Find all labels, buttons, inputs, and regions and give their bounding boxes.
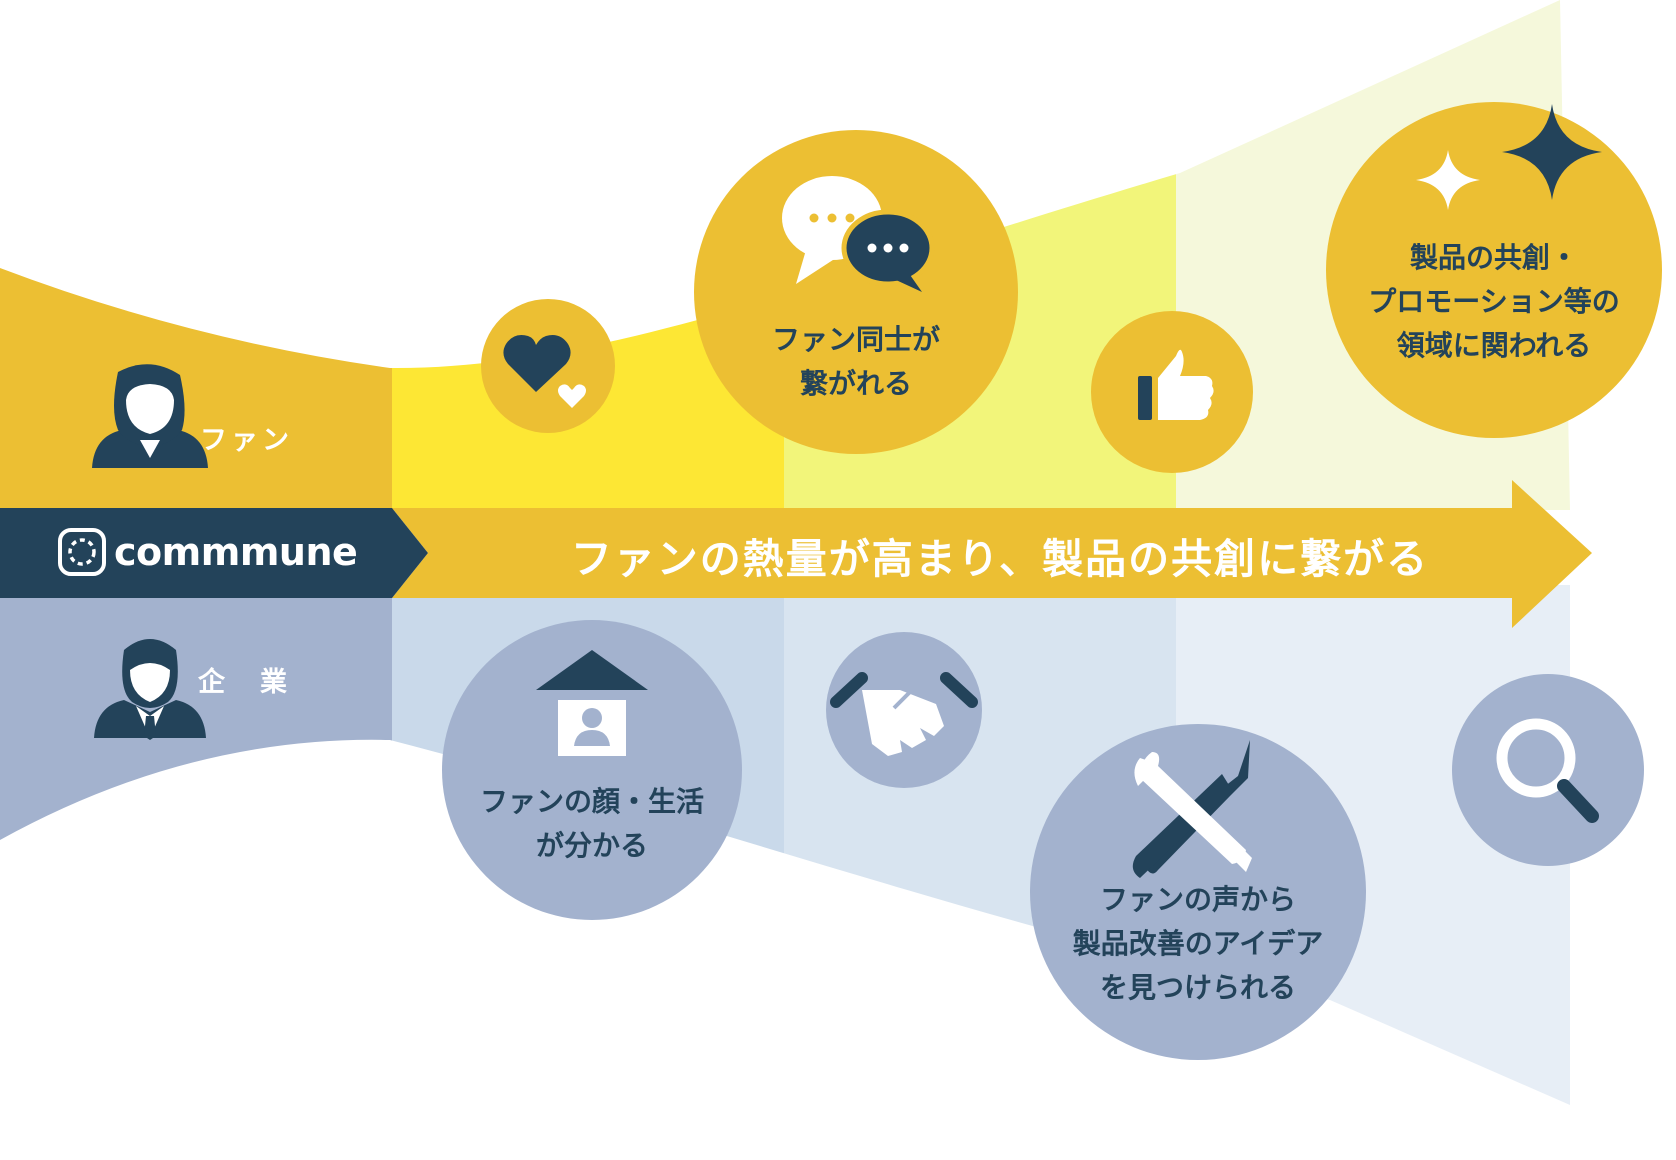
fan-bubble-sparkle-text: 製品の共創・ プロモーション等の 領域に関われる bbox=[1368, 236, 1619, 368]
role-label-company: 企 業 bbox=[198, 667, 291, 698]
handshake-icon bbox=[830, 672, 978, 756]
tools-icon bbox=[1132, 740, 1252, 878]
fan-bubble-chat bbox=[694, 130, 1018, 454]
bubble-line: が分かる bbox=[535, 829, 649, 862]
bubble-line: ファンの顔・生活 bbox=[479, 785, 705, 818]
company-bubble-handshake bbox=[826, 632, 982, 788]
company-bubble-profile bbox=[442, 620, 742, 920]
progress-arrow bbox=[392, 480, 1592, 628]
company-bubble-tools bbox=[1030, 724, 1366, 1060]
commmune-logo-icon bbox=[58, 528, 106, 576]
fan-bubble-sparkle bbox=[1326, 102, 1662, 438]
role-label-fan: ファン bbox=[200, 425, 293, 456]
bubble-line: 領域に関われる bbox=[1396, 329, 1592, 362]
heart-icon bbox=[503, 335, 586, 408]
magnifier-icon bbox=[1496, 718, 1599, 823]
bubble-line: 繋がれる bbox=[799, 367, 913, 400]
company-bubble-search bbox=[1452, 674, 1644, 866]
brand-block bbox=[0, 508, 428, 598]
businessman-avatar-icon bbox=[94, 639, 206, 740]
thumbs-up-icon bbox=[1138, 349, 1214, 420]
brand-logo-text: commmune bbox=[114, 530, 358, 574]
bubble-line: を見つけられる bbox=[1099, 971, 1297, 1004]
bubble-line: ファンの声から bbox=[1099, 883, 1297, 916]
fan-bubble-chat-text: ファン同士が 繋がれる bbox=[772, 318, 940, 406]
bubble-line: ファン同士が bbox=[771, 323, 941, 356]
bubble-line: プロモーション等の bbox=[1368, 285, 1620, 318]
fan-bubble-heart bbox=[481, 299, 615, 433]
bubble-line: 製品改善のアイデア bbox=[1072, 927, 1324, 960]
profile-house-icon bbox=[536, 650, 648, 756]
chat-bubbles-icon bbox=[782, 176, 935, 292]
company-bubble-tools-text: ファンの声から 製品改善のアイデア を見つけられる bbox=[1073, 878, 1324, 1010]
bubble-line: 製品の共創・ bbox=[1409, 241, 1579, 274]
banner-text: ファンの熱量が高まり、製品の共創に繋がる bbox=[570, 535, 1430, 583]
company-bubble-profile-text: ファンの顔・生活 が分かる bbox=[480, 780, 704, 868]
sparkle-icon bbox=[1416, 104, 1602, 210]
company-band-stage0 bbox=[0, 585, 392, 1105]
woman-avatar-icon bbox=[92, 364, 208, 468]
fan-bubble-thumbsup bbox=[1091, 311, 1253, 473]
